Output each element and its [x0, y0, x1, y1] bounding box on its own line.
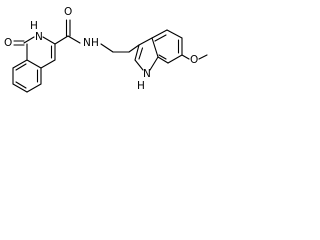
- bond-o-ch3: [198, 54, 208, 60]
- bond-c6-c7: [167, 54, 183, 64]
- bond-c7-c7a: [157, 56, 169, 64]
- bond-c4-c5: [166, 29, 183, 39]
- carboxamide-bonds: [54, 19, 81, 45]
- bond-c4a-c8a: [26, 59, 42, 69]
- bond-n-ch2a: [100, 43, 114, 53]
- bond-n1-c7a: [149, 56, 159, 71]
- bond-c6-c7: [12, 83, 28, 93]
- bond-ch2b-indole-c3: [128, 44, 140, 53]
- atom-label-amide-o: O: [64, 6, 72, 18]
- bond-c8-c8a: [12, 59, 28, 69]
- isoquinolinone-bonds: [12, 36, 56, 93]
- atom-label-ether-o: O: [190, 54, 198, 66]
- bond-c3-c2: [134, 44, 140, 61]
- bond-c5-c6: [26, 83, 42, 93]
- atom-label-indole-h: H: [137, 80, 145, 92]
- atom-label-lactam-h: H: [30, 20, 38, 32]
- bond-camide-n: [67, 35, 81, 44]
- ethyl-linker-bonds: [100, 43, 140, 53]
- atom-labels: O H N O N H N H O: [4, 6, 198, 92]
- bond-c6-c7-inner: [15, 81, 27, 89]
- bond-c3a-c4-inner: [154, 34, 167, 42]
- bond-c4-c4a: [40, 59, 56, 69]
- bond-c2-n1: [134, 59, 144, 71]
- indole-bonds: [134, 29, 208, 71]
- bond-c1-n2: [23, 36, 35, 44]
- atom-label-lactam-n: N: [35, 31, 43, 43]
- bond-c7a-c3a: [151, 37, 159, 58]
- atom-label-amide-n: N: [83, 37, 91, 49]
- bond-c7-c7a-inner: [158, 54, 167, 60]
- atom-label-indole-n: N: [143, 68, 151, 80]
- atom-label-amide-h: H: [91, 37, 99, 49]
- bond-c3a-c4: [151, 29, 168, 39]
- bond-c3-c3a: [138, 37, 153, 46]
- bond-c3-camide: [54, 35, 69, 45]
- bond-c6-o: [181, 54, 190, 60]
- chemical-structure-diagram: O H N O N H N H O: [4, 6, 208, 93]
- atom-label-carbonyl-o: O: [4, 37, 12, 49]
- bond-c8-c8a-inner: [15, 63, 27, 71]
- bond-c3-c2-inner: [138, 47, 144, 60]
- bond-n2-c3: [42, 36, 56, 45]
